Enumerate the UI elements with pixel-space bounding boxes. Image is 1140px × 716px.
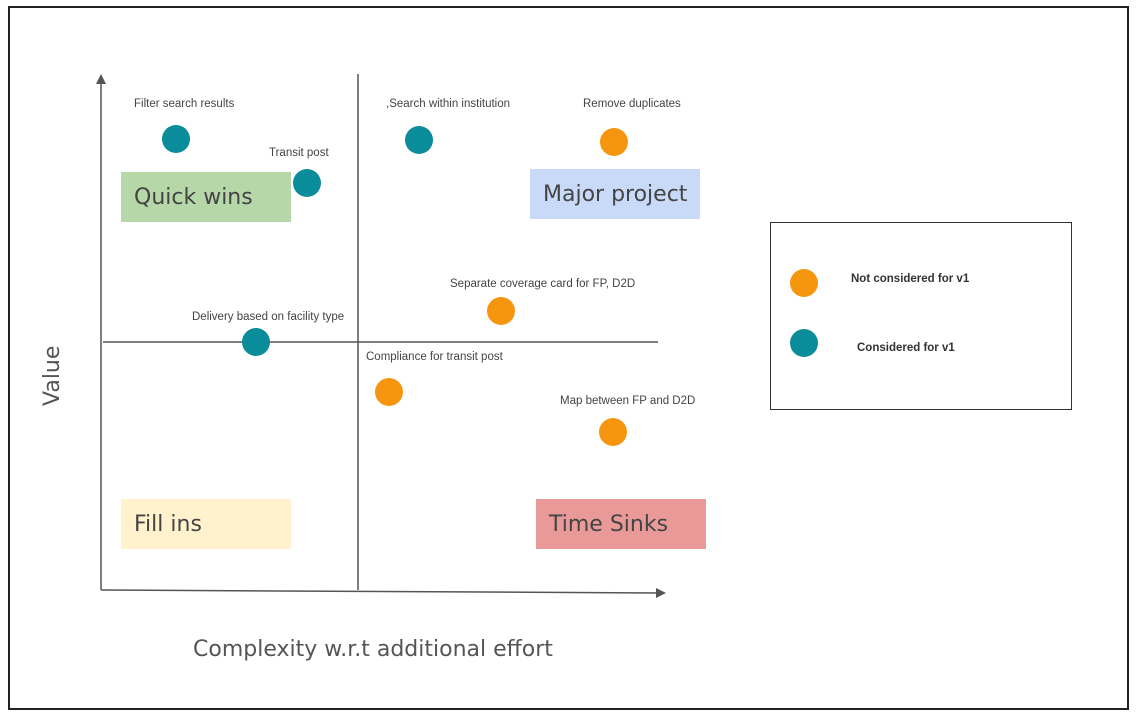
item-label-transit-post: Transit post [269,147,329,159]
item-label-filter-search-results: Filter search results [134,98,235,110]
item-marker-delivery-facility-type [242,328,270,356]
legend-marker-considered [790,329,818,357]
item-label-search-within-institution: ,Search within institution [386,98,511,110]
item-marker-search-within-institution [405,126,433,154]
quadrant-time-sinks: Time Sinks [536,499,706,549]
item-label-remove-duplicates: Remove duplicates [583,98,681,110]
item-marker-separate-coverage-card [487,297,515,325]
item-label-separate-coverage-card: Separate coverage card for FP, D2D [450,278,636,290]
y-axis-label: Value [40,345,65,406]
x-axis-label: Complexity w.r.t additional effort [193,637,553,662]
x-axis [100,587,666,598]
item-marker-compliance-transit-post [375,378,403,406]
quadrant-quick-wins: Quick wins [121,172,291,222]
item-label-compliance-transit-post: Compliance for transit post [366,351,503,363]
item-marker-transit-post [293,169,321,197]
item-label-map-fp-d2d: Map between FP and D2D [560,395,696,407]
quadrant-major-project: Major project [530,169,700,219]
legend: Not considered for v1 Considered for v1 [770,222,1072,410]
legend-label-considered: Considered for v1 [857,342,955,354]
item-marker-remove-duplicates [600,128,628,156]
item-marker-map-fp-d2d [599,418,627,446]
quadrant-fill-ins: Fill ins [121,499,291,549]
item-label-delivery-facility-type: Delivery based on facility type [192,311,345,323]
legend-label-not-considered: Not considered for v1 [851,273,970,285]
legend-marker-not-considered [790,269,818,297]
item-marker-filter-search-results [162,125,190,153]
